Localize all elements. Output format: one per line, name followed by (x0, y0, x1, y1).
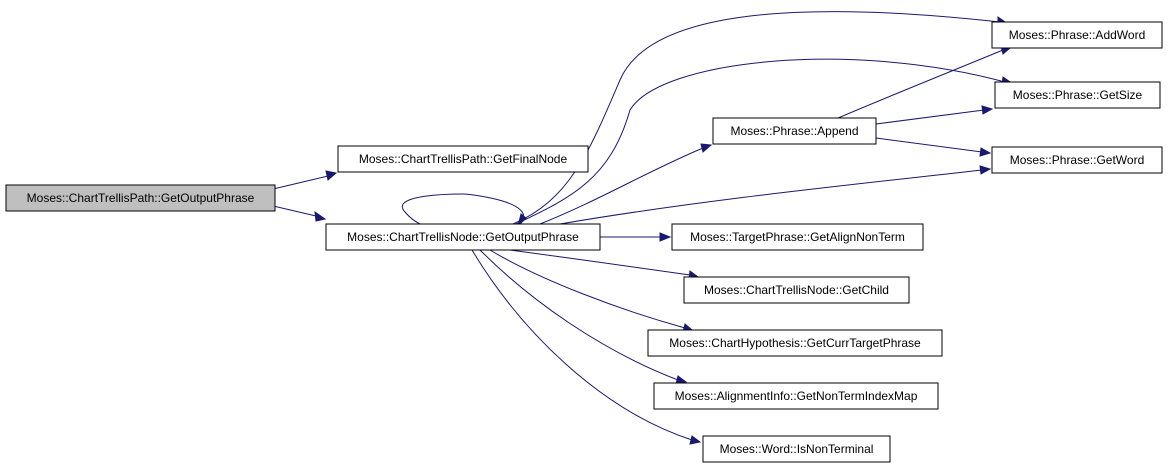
node-label: Moses::Phrase::GetWord (1010, 153, 1145, 167)
node-label: Moses::ChartTrellisPath::GetOutputPhrase (27, 191, 255, 205)
edge-arrowhead (979, 147, 992, 157)
node-label: Moses::ChartTrellisNode::GetChild (704, 283, 889, 297)
node-label: Moses::Phrase::Append (730, 124, 858, 138)
node-box (5, 184, 276, 212)
edge-arrowhead (659, 232, 672, 242)
node-getnontermindexmap[interactable]: Moses::AlignmentInfo::GetNonTermIndexMap (653, 382, 939, 410)
edge-line (471, 249, 693, 441)
edge-getoutputphrase_path-to-getoutputphrase_node (268, 204, 327, 222)
edge-line (268, 204, 317, 217)
node-layer: Moses::ChartTrellisPath::GetOutputPhrase… (5, 21, 1163, 463)
edge-getoutputphrase_node-to-getword (559, 165, 992, 225)
edge-line (509, 249, 691, 276)
node-box (653, 382, 939, 410)
edge-line (489, 249, 686, 329)
node-box (671, 223, 924, 251)
node-addword[interactable]: Moses::Phrase::AddWord (991, 21, 1163, 49)
node-label: Moses::ChartTrellisPath::GetFinalNode (359, 152, 568, 166)
node-box (991, 146, 1163, 174)
edge-getoutputphrase_node-to-getalignnonterm (600, 232, 672, 242)
node-label: Moses::Phrase::GetSize (1013, 88, 1143, 102)
node-getchild[interactable]: Moses::ChartTrellisNode::GetChild (683, 276, 910, 304)
edge-getoutputphrase_node-to-getoutputphrase_node (401, 193, 527, 228)
node-getword[interactable]: Moses::Phrase::GetWord (991, 146, 1163, 174)
edge-line (515, 58, 1006, 225)
node-append[interactable]: Moses::Phrase::Append (712, 117, 877, 145)
edge-arrowhead (981, 105, 994, 115)
node-getalignnonterm[interactable]: Moses::TargetPhrase::GetAlignNonTerm (671, 223, 924, 251)
edge-line (479, 249, 679, 381)
node-label: Moses::TargetPhrase::GetAlignNonTerm (690, 230, 905, 244)
edge-arrowhead (700, 143, 713, 153)
node-label: Moses::Phrase::AddWord (1009, 28, 1146, 42)
edge-append-to-getword (875, 137, 992, 157)
node-getfinalnode[interactable]: Moses::ChartTrellisPath::GetFinalNode (337, 145, 589, 173)
node-box (702, 435, 891, 463)
node-label: Moses::AlignmentInfo::GetNonTermIndexMap (675, 389, 918, 403)
node-getoutputphrase_node[interactable]: Moses::ChartTrellisNode::GetOutputPhrase (325, 223, 601, 251)
edge-line (837, 49, 1004, 119)
node-box (994, 81, 1161, 109)
edge-arrowhead (979, 165, 992, 175)
node-label: Moses::ChartHypothesis::GetCurrTargetPhr… (669, 336, 921, 350)
edge-getoutputphrase_node-to-append (539, 143, 713, 225)
node-getoutputphrase_path[interactable]: Moses::ChartTrellisPath::GetOutputPhrase (5, 184, 276, 212)
node-box (683, 276, 910, 304)
edge-line (539, 147, 704, 225)
edge-append-to-getsize (875, 105, 994, 125)
node-getcurrtargetphrase[interactable]: Moses::ChartHypothesis::GetCurrTargetPhr… (647, 329, 943, 357)
edge-arrowhead (325, 170, 338, 181)
node-isnonterminal[interactable]: Moses::Word::IsNonTerminal (702, 435, 891, 463)
edge-line (401, 193, 524, 225)
node-box (325, 223, 601, 251)
edge-line (875, 109, 985, 125)
node-box (991, 21, 1163, 49)
edge-arrowhead (314, 210, 327, 222)
edge-getoutputphrase_node-to-isnonterminal (471, 249, 702, 445)
edge-line (559, 169, 983, 225)
node-label: Moses::Word::IsNonTerminal (720, 442, 874, 456)
edge-line (268, 175, 329, 191)
node-label: Moses::ChartTrellisNode::GetOutputPhrase (347, 230, 579, 244)
edge-getoutputphrase_node-to-getcurrtargetphrase (489, 249, 694, 333)
edge-line (875, 137, 983, 153)
node-getsize[interactable]: Moses::Phrase::GetSize (994, 81, 1161, 109)
edge-arrowhead (689, 435, 702, 445)
node-box (712, 117, 877, 145)
node-box (647, 329, 943, 357)
edge-line (512, 11, 1001, 225)
edge-getoutputphrase_path-to-getfinalnode (268, 170, 338, 191)
node-box (337, 145, 589, 173)
